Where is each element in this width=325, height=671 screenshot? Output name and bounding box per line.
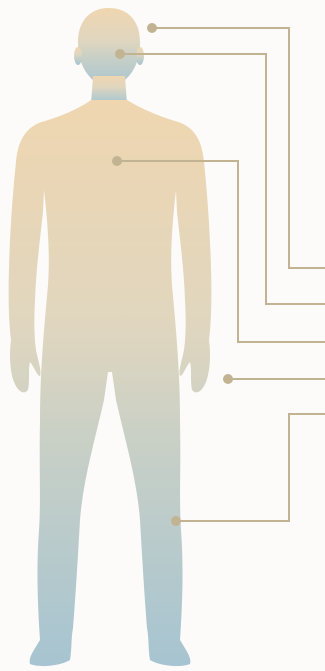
callout-dot-right-hand xyxy=(223,374,233,384)
neck xyxy=(91,76,127,104)
callout-line-left-leg xyxy=(176,414,325,521)
callout-dot-chest xyxy=(112,156,122,166)
human-body-silhouette xyxy=(9,8,212,666)
ear-left xyxy=(74,47,82,65)
callout-dot-head-face xyxy=(115,49,125,59)
ear-right xyxy=(136,47,144,65)
callout-dot-left-leg xyxy=(171,516,181,526)
callout-dot-head-top xyxy=(147,23,157,33)
torso-and-limbs xyxy=(9,100,212,666)
